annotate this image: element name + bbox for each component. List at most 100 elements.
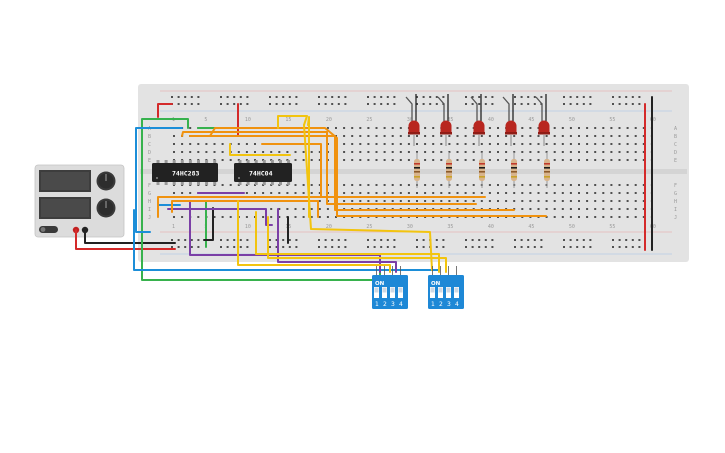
hole	[262, 192, 265, 194]
dip-lever[interactable]	[430, 287, 435, 293]
purple-wire[interactable]	[277, 208, 397, 273]
hole	[578, 192, 580, 194]
hole	[173, 151, 175, 153]
yellow-wire[interactable]	[303, 124, 433, 271]
hole	[464, 151, 467, 153]
hole	[318, 151, 321, 153]
hole	[488, 135, 491, 137]
green-wire[interactable]	[141, 118, 189, 250]
hole	[440, 143, 443, 145]
resistor[interactable]	[479, 152, 485, 188]
resistor[interactable]	[414, 152, 420, 188]
dip-lever[interactable]	[374, 287, 379, 293]
yellow-wire[interactable]	[307, 116, 310, 218]
dip-lever[interactable]	[438, 287, 443, 293]
hole	[448, 200, 451, 202]
rail-hole	[337, 103, 340, 105]
yellow-wire[interactable]	[267, 216, 447, 273]
hole	[359, 184, 362, 186]
hole	[407, 151, 410, 153]
resistor[interactable]	[511, 152, 517, 188]
hole	[569, 135, 572, 137]
hole	[448, 143, 451, 145]
rail-hole	[576, 96, 579, 98]
led[interactable]	[535, 94, 550, 146]
rail-hole	[435, 246, 438, 248]
resistor[interactable]	[446, 152, 452, 188]
black-wire[interactable]	[203, 207, 214, 241]
row-letter: G	[674, 191, 677, 197]
row-letter: F	[148, 183, 151, 189]
resistor-band	[414, 171, 420, 173]
hole	[391, 151, 394, 153]
blue-wire[interactable]	[135, 127, 183, 233]
green-wire[interactable]	[141, 248, 381, 281]
dip-lever[interactable]	[390, 287, 395, 293]
chip-74hc04[interactable]: 74HC04	[234, 160, 292, 185]
yellow-wire[interactable]	[255, 211, 440, 273]
hole	[569, 208, 572, 210]
orange-wire[interactable]	[181, 131, 477, 205]
dip-switch-2[interactable]: ON 1 2 3 4	[428, 266, 464, 309]
black-wire[interactable]	[84, 229, 176, 244]
hole	[456, 151, 459, 153]
rail-hole	[514, 246, 516, 248]
dip-switch-1[interactable]: ON 1 2 3 4	[372, 266, 408, 309]
led-body	[473, 120, 485, 132]
hole	[278, 192, 281, 194]
led[interactable]	[405, 94, 420, 146]
rail-hole	[190, 246, 193, 248]
rail-hole	[246, 239, 249, 241]
hole	[456, 127, 459, 129]
rail-hole	[416, 246, 418, 248]
rail-hole	[625, 239, 628, 241]
red-wire[interactable]	[157, 103, 173, 118]
yellow-wire[interactable]	[237, 200, 391, 273]
rail-hole	[589, 96, 592, 98]
hole	[578, 159, 580, 161]
hole	[399, 200, 402, 202]
orange-wire[interactable]	[261, 143, 322, 198]
dip-lever[interactable]	[398, 287, 403, 293]
dip-switch-1-pos-3: 3	[391, 301, 395, 308]
hole	[440, 184, 443, 186]
dip-lever[interactable]	[382, 287, 387, 293]
rail-hole	[442, 239, 445, 241]
rail-hole	[282, 103, 285, 105]
hole	[537, 200, 540, 202]
hole	[270, 216, 273, 218]
dip-lever[interactable]	[446, 287, 451, 293]
rail-hole	[337, 239, 340, 241]
hole	[521, 143, 524, 145]
chip-74hc283[interactable]: 74HC283	[152, 160, 218, 185]
orange-wire[interactable]	[209, 127, 547, 217]
hole	[278, 208, 281, 210]
rail-hole	[282, 96, 285, 98]
rail-hole	[589, 239, 592, 241]
rail-hole	[527, 239, 530, 241]
led[interactable]	[470, 94, 485, 146]
rail-hole	[373, 239, 376, 241]
hole	[432, 143, 435, 145]
led[interactable]	[502, 94, 517, 146]
rail-hole	[540, 239, 543, 241]
hole	[173, 135, 175, 137]
column-number: 35	[447, 224, 453, 230]
orange-wire[interactable]	[171, 200, 319, 218]
blue-wire[interactable]	[133, 209, 439, 271]
orange-wire[interactable]	[189, 135, 515, 211]
rail-hole	[569, 239, 572, 241]
yellow-wire[interactable]	[229, 143, 291, 156]
hole	[278, 151, 281, 153]
hole	[213, 216, 216, 218]
rail-hole	[373, 96, 376, 98]
resistor[interactable]	[544, 152, 550, 188]
yellow-wire[interactable]	[277, 115, 308, 129]
led[interactable]	[437, 94, 452, 146]
orange-wire[interactable]	[157, 196, 486, 218]
hole	[197, 216, 200, 218]
hole	[505, 159, 508, 161]
resistor-band	[479, 176, 485, 178]
rail-hole	[184, 239, 187, 241]
dip-lever[interactable]	[454, 287, 459, 293]
